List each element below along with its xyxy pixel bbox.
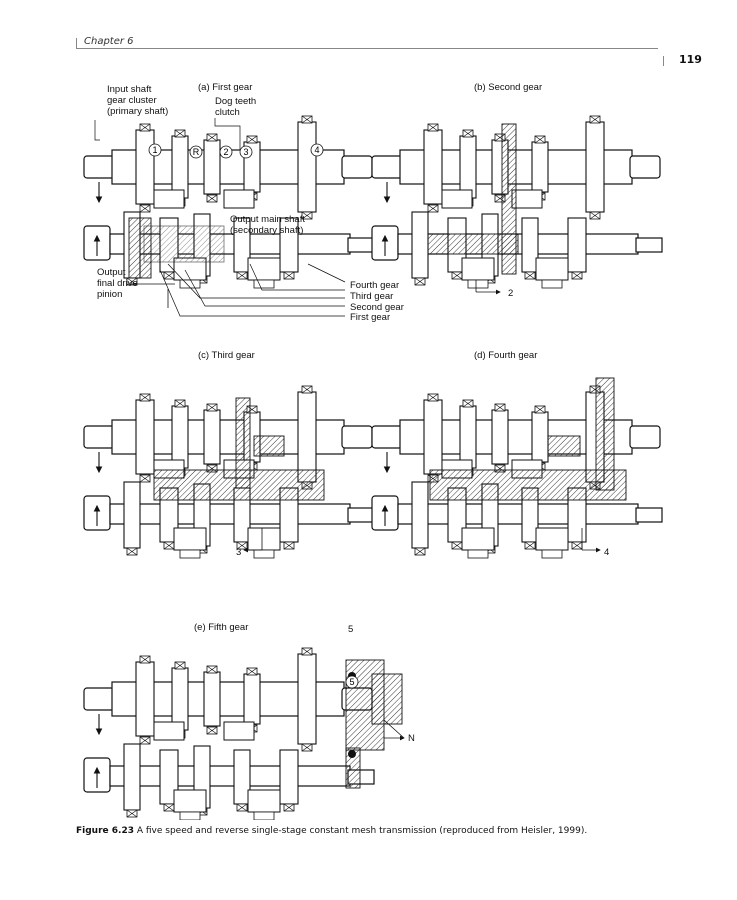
label-fourth-gear: Fourth gear [350, 280, 399, 291]
circled-5: 5 [349, 677, 354, 687]
panel-d-title: (d) Fourth gear [474, 350, 537, 361]
label-output-main-1: Output main shaft [230, 214, 305, 225]
label-first-gear: First gear [350, 312, 390, 323]
label-second-gear: Second gear [350, 302, 404, 313]
circled-4: 4 [314, 145, 319, 155]
tag-3: 3 [236, 547, 241, 558]
panel-a-leaders [94, 118, 346, 317]
panel-a-title: (a) First gear [198, 82, 252, 93]
circled-1: 1 [152, 145, 157, 155]
label-output-final-2: final drive [97, 278, 138, 289]
panel-a-drawing [84, 116, 374, 308]
label-input-shaft-2: gear cluster [107, 95, 157, 106]
label-dog-teeth-2: clutch [215, 107, 240, 118]
panel-b-title: (b) Second gear [474, 82, 542, 93]
tag-4: 4 [604, 547, 609, 558]
figure-caption: Figure 6.23 A five speed and reverse sin… [76, 826, 696, 836]
panel-d-drawing [372, 377, 662, 558]
panel-e-drawing [84, 648, 405, 820]
tag-2: 2 [508, 288, 513, 299]
caption-text: A five speed and reverse single-stage co… [136, 826, 588, 836]
caption-label: Figure 6.23 [76, 826, 134, 836]
header-tick-right [663, 56, 664, 66]
panel-e-title: (e) Fifth gear [194, 622, 248, 633]
tag-5: 5 [348, 624, 353, 635]
panel-b-drawing [372, 116, 662, 295]
label-third-gear: Third gear [350, 291, 393, 302]
circled-r: R [193, 147, 200, 157]
label-output-main-2: (secondary shaft) [230, 225, 303, 236]
page-number: 119 [679, 53, 702, 66]
label-input-shaft-3: (primary shaft) [107, 106, 168, 117]
panel-c-title: (c) Third gear [198, 350, 255, 361]
transmission-figure: (a) First gear (b) Second gear (c) Third… [0, 82, 737, 820]
circled-2: 2 [223, 147, 228, 157]
label-input-shaft-1: Input shaft [107, 84, 152, 95]
panel-c-drawing [84, 386, 374, 558]
circled-3: 3 [243, 147, 248, 157]
header-rule [76, 48, 658, 49]
tag-n: N [408, 733, 415, 744]
running-head: Chapter 6 [84, 36, 134, 47]
label-output-final-1: Output [97, 267, 126, 278]
label-output-final-3: pinion [97, 289, 122, 300]
label-dog-teeth-1: Dog teeth [215, 96, 256, 107]
header-tick-left [76, 38, 77, 49]
